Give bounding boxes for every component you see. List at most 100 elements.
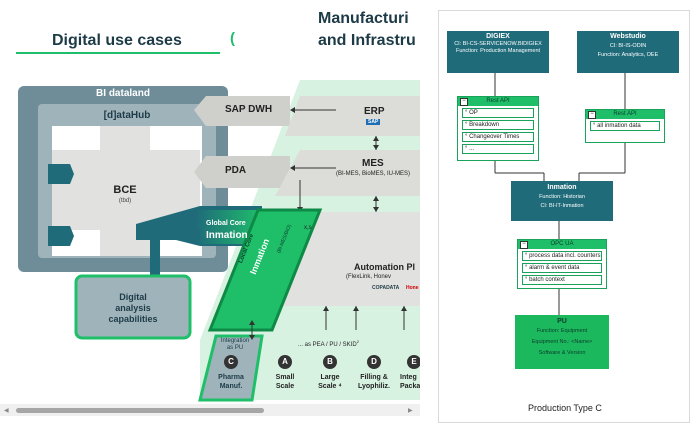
rest-api-item-more: ... (469, 146, 475, 152)
rest-api-title-2: Rest API (613, 111, 637, 117)
production-type-c-panel: DIGIEX CI: BI-CS-SERVICENOW.BIDIGIEX Fun… (438, 10, 690, 423)
xs-label: x,s (304, 225, 312, 231)
as-pea-sup: 2 (356, 339, 359, 344)
bce-sub-label: (tbd) (118, 198, 132, 204)
pda-label: PDA (225, 165, 247, 176)
case-e-label: Integ Packa (400, 373, 420, 391)
case-a-letter: A (282, 357, 288, 366)
case-c-circle (224, 355, 238, 369)
case-a-line1: Small (275, 374, 295, 381)
inmation-function: Function: Historian (539, 194, 585, 200)
case-c-line1: Pharma (218, 374, 244, 381)
as-pea-label: ... as PEA / PU / SKID2 (298, 339, 359, 348)
digiex-ci: CI: BI-CS-SERVICENOW.BIDIGIEX (454, 41, 542, 47)
list-item: ° Changeover Times (462, 132, 534, 142)
opc-ua-item-alarm: alarm & event data (529, 265, 580, 271)
collapse-icon[interactable]: − (588, 111, 596, 119)
case-c-label: Pharma Manuf. (208, 373, 254, 391)
chevron-icon[interactable]: ( (230, 30, 235, 47)
integration-pu-line2: as PU (226, 345, 244, 351)
scrollbar-thumb[interactable] (16, 408, 264, 413)
rest-api-header-2: − Rest API (586, 110, 664, 119)
case-b-label: Large Scale ⁴ (310, 373, 350, 391)
webstudio-box[interactable]: Webstudio CI: BI-IS-ODIN Function: Analy… (577, 31, 679, 73)
webstudio-function: Function: Analytics, OEE (597, 52, 659, 58)
erp-label: ERP (364, 106, 385, 117)
digital-analysis-label: Digital analysis capabilities (76, 292, 190, 325)
case-e-letter: E (411, 357, 417, 366)
case-a-circle (278, 355, 292, 369)
list-item: ° ... (462, 144, 534, 154)
erp-block (285, 96, 420, 136)
case-d-label: Filling & Lyophiliz. (352, 373, 396, 391)
horizontal-scrollbar[interactable]: ◀ ▶ (0, 404, 420, 416)
title-underline (16, 52, 220, 54)
case-a-line2: Scale (275, 383, 295, 390)
case-c-line2: Manuf. (219, 383, 243, 390)
title-right-line1: Manufacturi (318, 10, 409, 27)
global-core-pipe (150, 230, 160, 282)
as-pea-text: ... as PEA / PU / SKID (298, 342, 357, 348)
left-arrow-lower (48, 226, 74, 246)
architecture-overview-panel: ◀ ▶ Manufacturi and Infrastru Digital us… (0, 10, 420, 416)
case-b-circle (323, 355, 337, 369)
rest-api-header-1: − Rest API (458, 97, 538, 106)
pu-box[interactable]: PU Function: Equipment Equipment No.: <N… (515, 315, 609, 369)
list-item: ° all inmation data (590, 121, 660, 131)
list-item: ° process data incl. counters (522, 251, 602, 261)
local-core-shape (207, 208, 323, 332)
sap-dwh-label: SAP DWH (225, 104, 273, 115)
rest-api-item-all-data: all inmation data (597, 123, 641, 129)
inmation-title: Inmation (547, 184, 577, 191)
integration-pu-line1: Integration (220, 338, 250, 344)
digiex-title: DIGIEX (486, 33, 510, 40)
mes-label: MES (362, 158, 384, 169)
case-e-line2: Packa (400, 383, 420, 390)
pu-software: Software & Version (538, 350, 586, 356)
opc-ua-box[interactable]: − OPC UA ° process data incl. counters ° … (517, 239, 607, 289)
case-e-circle (407, 355, 420, 369)
list-item: ° OP (462, 108, 534, 118)
collapse-icon[interactable]: − (460, 98, 468, 106)
case-b-letter: B (327, 357, 333, 366)
rest-api-item-breakdown: Breakdown (469, 122, 500, 128)
title-digital-use-cases: Digital use cases (52, 32, 182, 49)
bce-label: BCE (113, 184, 137, 196)
opc-ua-title: OPC UA (550, 241, 574, 247)
title-right-line2: and Infrastru (318, 32, 416, 49)
rest-api-title-1: Rest API (486, 98, 510, 104)
scroll-left-arrow-icon[interactable]: ◀ (4, 408, 9, 414)
opc-ua-header: − OPC UA (518, 240, 606, 249)
case-e-line1: Integ (400, 374, 417, 381)
honeywell-logo: Hone (406, 285, 419, 291)
digiex-box[interactable]: DIGIEX CI: BI-CS-SERVICENOW.BIDIGIEX Fun… (447, 31, 549, 73)
webstudio-title: Webstudio (610, 33, 646, 40)
diagram-caption: Production Type C (528, 403, 602, 413)
rest-api-box-2[interactable]: − Rest API ° all inmation data (585, 109, 665, 143)
case-b-line2: Scale ⁴ (318, 383, 342, 390)
inmation-box[interactable]: Inmation Function: Historian CI: BI-IT-I… (511, 181, 613, 221)
sap-dwh-shape (194, 96, 290, 126)
copadata-logo: COPADATA (372, 285, 400, 291)
digital-analysis-line3: capabilities (108, 314, 158, 324)
collapse-icon[interactable]: − (520, 241, 528, 249)
mes-block (275, 150, 420, 196)
digital-analysis-box (74, 274, 192, 340)
case-c-letter: C (228, 357, 234, 366)
pu-equipment: Equipment No.: <Name> (531, 339, 593, 345)
webstudio-ci: CI: BI-IS-ODIN (609, 43, 647, 49)
digiex-function: Function: Production Management (455, 48, 541, 54)
digital-analysis-line1: Digital (119, 292, 147, 302)
datahub-label: [d]ataHub (103, 110, 151, 121)
list-item: ° alarm & event data (522, 263, 602, 273)
list-item: ° batch context (522, 275, 602, 285)
rest-api-box-1[interactable]: − Rest API ° OP ° Breakdown ° Changeover … (457, 96, 539, 161)
rest-api-item-changeover: Changeover Times (469, 134, 520, 140)
global-core-line2: Inmation (206, 230, 248, 241)
left-arrow-upper (48, 164, 74, 184)
scroll-right-arrow-icon[interactable]: ▶ (408, 408, 413, 414)
architecture-diagram-svg (18, 80, 420, 402)
pu-title: PU (557, 318, 567, 325)
rest-api-item-op: OP (469, 110, 478, 116)
list-item: ° Breakdown (462, 120, 534, 130)
